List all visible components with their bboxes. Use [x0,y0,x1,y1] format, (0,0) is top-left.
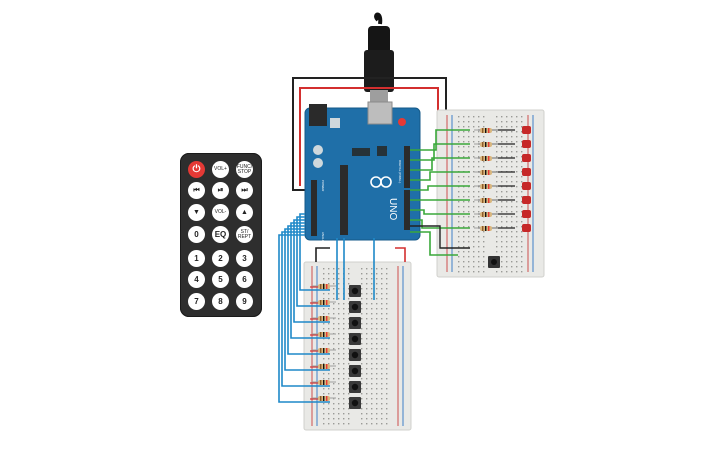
digit-0-button[interactable]: 0 [188,226,205,243]
wire-led-7 [410,209,470,215]
resistor-button-3 [312,316,336,321]
resistor-button-8 [312,396,336,401]
digit-6-button[interactable]: 6 [236,271,253,288]
wire-led-1 [410,129,470,151]
pushbutton-4[interactable] [349,333,361,345]
wire-reset-button [410,231,458,256]
resistor-button-7 [312,380,336,385]
digit-4-button[interactable]: 4 [188,271,205,288]
wire-button-8 [278,234,330,403]
breadboard-buttons [303,261,412,431]
wire-button-1 [299,213,330,291]
usb-cable [364,12,394,112]
digit-2-button[interactable]: 2 [212,250,229,267]
pushbutton-8[interactable] [349,397,361,409]
power-button[interactable]: ⏻ [188,161,205,178]
resistor-button-2 [312,300,336,305]
wire-gnd-right [410,225,470,249]
wire-button-7 [281,231,330,387]
up-button[interactable]: ▲ [236,204,253,221]
pushbutton-1[interactable] [349,285,361,297]
led-4 [522,168,531,176]
wire-led-8 [410,219,470,229]
digit-7-button[interactable]: 7 [188,293,205,310]
wire-led-5 [410,185,470,191]
resistor-led-8 [474,226,498,231]
st-rept-button[interactable]: ST/ REPT [236,226,253,243]
wire-gnd-bottom [315,247,330,262]
func-stop-button[interactable]: FUNC/ STOP [236,161,253,178]
wire-button-5 [287,225,330,355]
vol-down-button[interactable]: VOL- [212,204,229,221]
led-3 [522,154,531,162]
resistor-led-2 [474,142,498,147]
wire-button-6 [284,228,330,371]
prev-button[interactable]: ⏮ [188,182,205,199]
led-6 [522,196,531,204]
resistor-led-5 [474,184,498,189]
play-pause-button[interactable]: ⏯ [212,182,229,199]
digit-3-button[interactable]: 3 [236,250,253,267]
pushbutton-5[interactable] [349,349,361,361]
breadboard-leds [436,109,545,278]
next-button[interactable]: ⏭ [236,182,253,199]
digit-5-button[interactable]: 5 [212,271,229,288]
arduino-uno: UNO ANALOG IN POWER DIGITAL (PWM~) [304,101,421,248]
resistor-led-4 [474,170,498,175]
led-1 [522,126,531,134]
wire-button-4 [290,222,330,339]
wire-led-2 [410,143,470,161]
wire-red-5v [299,87,439,186]
resistor-led-1 [474,128,498,133]
led-5 [522,182,531,190]
vol-up-button[interactable]: VOL+ [212,161,229,178]
led-8 [522,224,531,232]
down-button[interactable]: ▼ [188,204,205,221]
wire-led-3 [410,157,470,171]
infinity-logo [370,176,392,188]
wire-button-2 [296,216,330,307]
wire-button-3 [293,219,330,323]
resistor-button-4 [312,332,336,337]
digit-1-button[interactable]: 1 [188,250,205,267]
resistor-led-6 [474,198,498,203]
digit-9-button[interactable]: 9 [236,293,253,310]
resistor-led-7 [474,212,498,217]
pushbutton-7[interactable] [349,381,361,393]
pushbutton-6[interactable] [349,365,361,377]
eq-button[interactable]: EQ [212,226,229,243]
wire-black-gnd [292,77,447,191]
digit-8-button[interactable]: 8 [212,293,229,310]
wire-led-4 [410,171,470,181]
led-7 [522,210,531,218]
led-2 [522,140,531,148]
header-label-analog: ANALOG IN [321,232,325,248]
resistor-button-6 [312,364,336,369]
header-label-digital: DIGITAL (PWM~) [398,160,402,183]
wire-5v-bottom [395,247,406,262]
pushbutton-3[interactable] [349,317,361,329]
resistor-led-3 [474,156,498,161]
pushbutton-2[interactable] [349,301,361,313]
header-label-power: POWER [321,180,325,192]
resistor-button-5 [312,348,336,353]
resistor-button-1 [312,284,336,289]
board-label: UNO [387,198,398,220]
